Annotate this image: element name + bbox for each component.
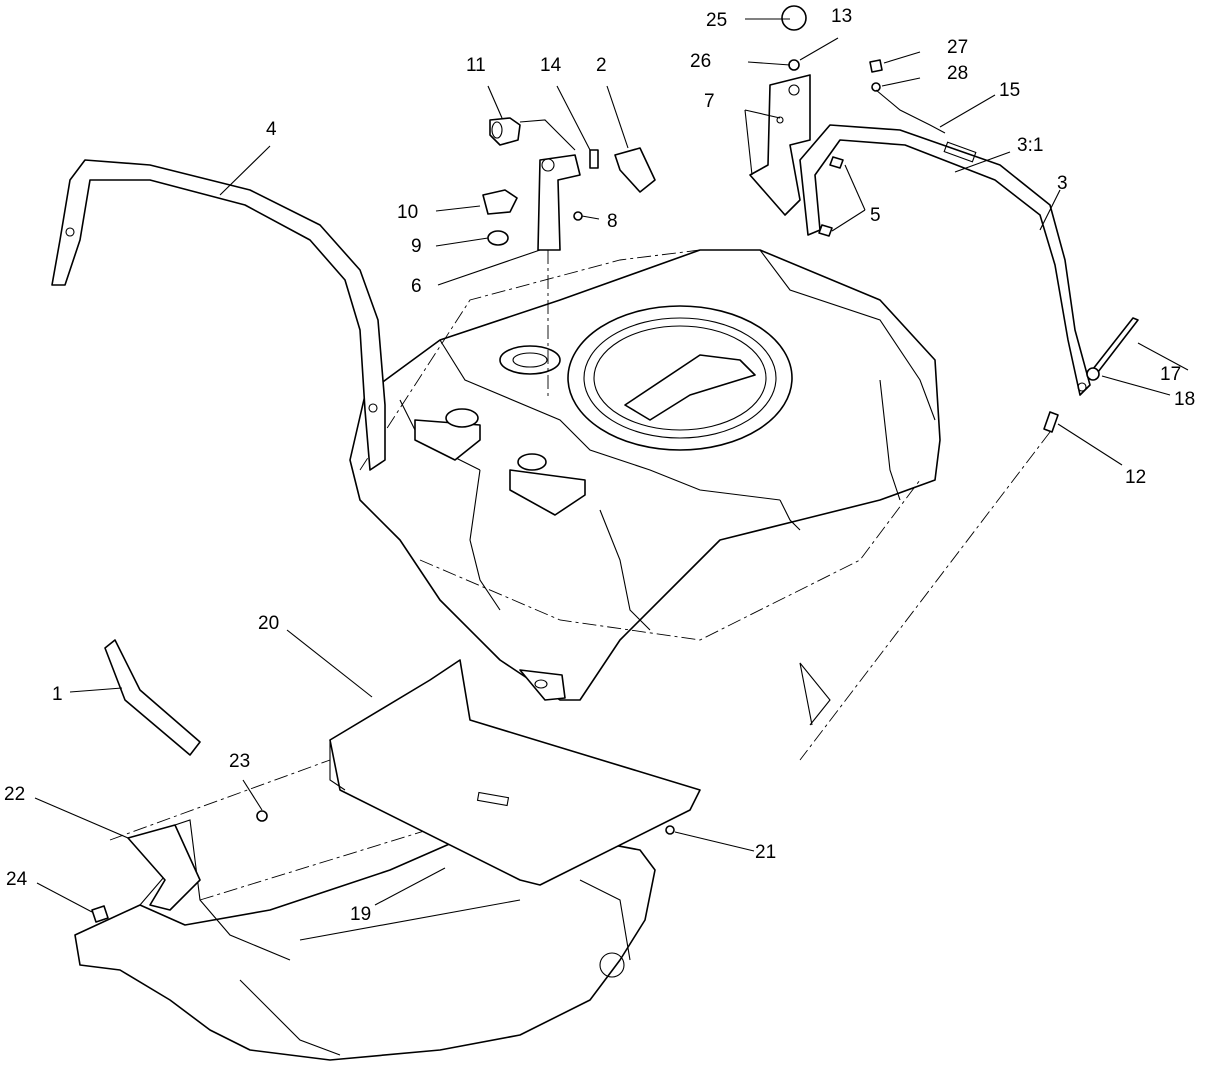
callout-21: 21	[755, 842, 776, 863]
machine-frame	[74, 759, 656, 1061]
tank-cap	[445, 408, 479, 428]
callout-11: 11	[466, 55, 486, 76]
left-hoop-rail	[51, 159, 386, 471]
callout-20: 20	[258, 613, 279, 634]
callout-3-1: 3:1	[1017, 135, 1043, 156]
callout-19: 19	[350, 904, 371, 925]
callout-18: 18	[1174, 389, 1195, 410]
hose-fitting-assembly	[482, 117, 656, 400]
nut-21	[665, 825, 675, 835]
callout-13: 13	[831, 6, 852, 27]
bolt-24	[91, 905, 109, 923]
callout-22: 22	[4, 784, 25, 805]
support-bracket-left	[127, 824, 201, 911]
right-hoop-rail	[799, 124, 1091, 396]
callout-3: 3	[1057, 173, 1068, 194]
callout-14: 14	[540, 55, 562, 76]
callout-7: 7	[704, 91, 715, 112]
mounting-bracket	[749, 74, 811, 216]
break-line	[799, 662, 831, 726]
callout-4: 4	[266, 119, 277, 140]
callout-1: 1	[52, 684, 63, 705]
callout-9: 9	[411, 236, 422, 257]
nut-23	[256, 810, 268, 822]
callout-12: 12	[1125, 467, 1146, 488]
leader-lines	[34, 18, 1189, 913]
callout-23: 23	[229, 751, 250, 772]
callout-labels: 25 13 26 27 28 11 14 2 7 15 4 3:1 3 10 8…	[4, 6, 1195, 925]
tank-cap	[517, 453, 547, 471]
callout-17: 17	[1160, 364, 1181, 385]
callout-8: 8	[607, 211, 618, 232]
bolt-5b	[818, 224, 833, 237]
callout-6: 6	[411, 276, 422, 297]
callout-5: 5	[870, 205, 881, 226]
pressure-gauge-assembly	[781, 5, 946, 134]
rod-bolt-assembly	[799, 317, 1139, 761]
callout-28: 28	[947, 63, 968, 84]
callout-15: 15	[999, 80, 1020, 101]
callout-10: 10	[397, 202, 418, 223]
gauge-icon	[781, 5, 807, 31]
bolt-5	[829, 156, 844, 169]
callout-24: 24	[6, 869, 28, 890]
tank-support-tray	[329, 659, 701, 886]
spray-tank	[349, 249, 941, 701]
callout-27: 27	[947, 37, 968, 58]
callout-26: 26	[690, 51, 711, 72]
callout-25: 25	[706, 10, 727, 31]
callout-2: 2	[596, 55, 607, 76]
bracket-strip	[104, 639, 201, 756]
